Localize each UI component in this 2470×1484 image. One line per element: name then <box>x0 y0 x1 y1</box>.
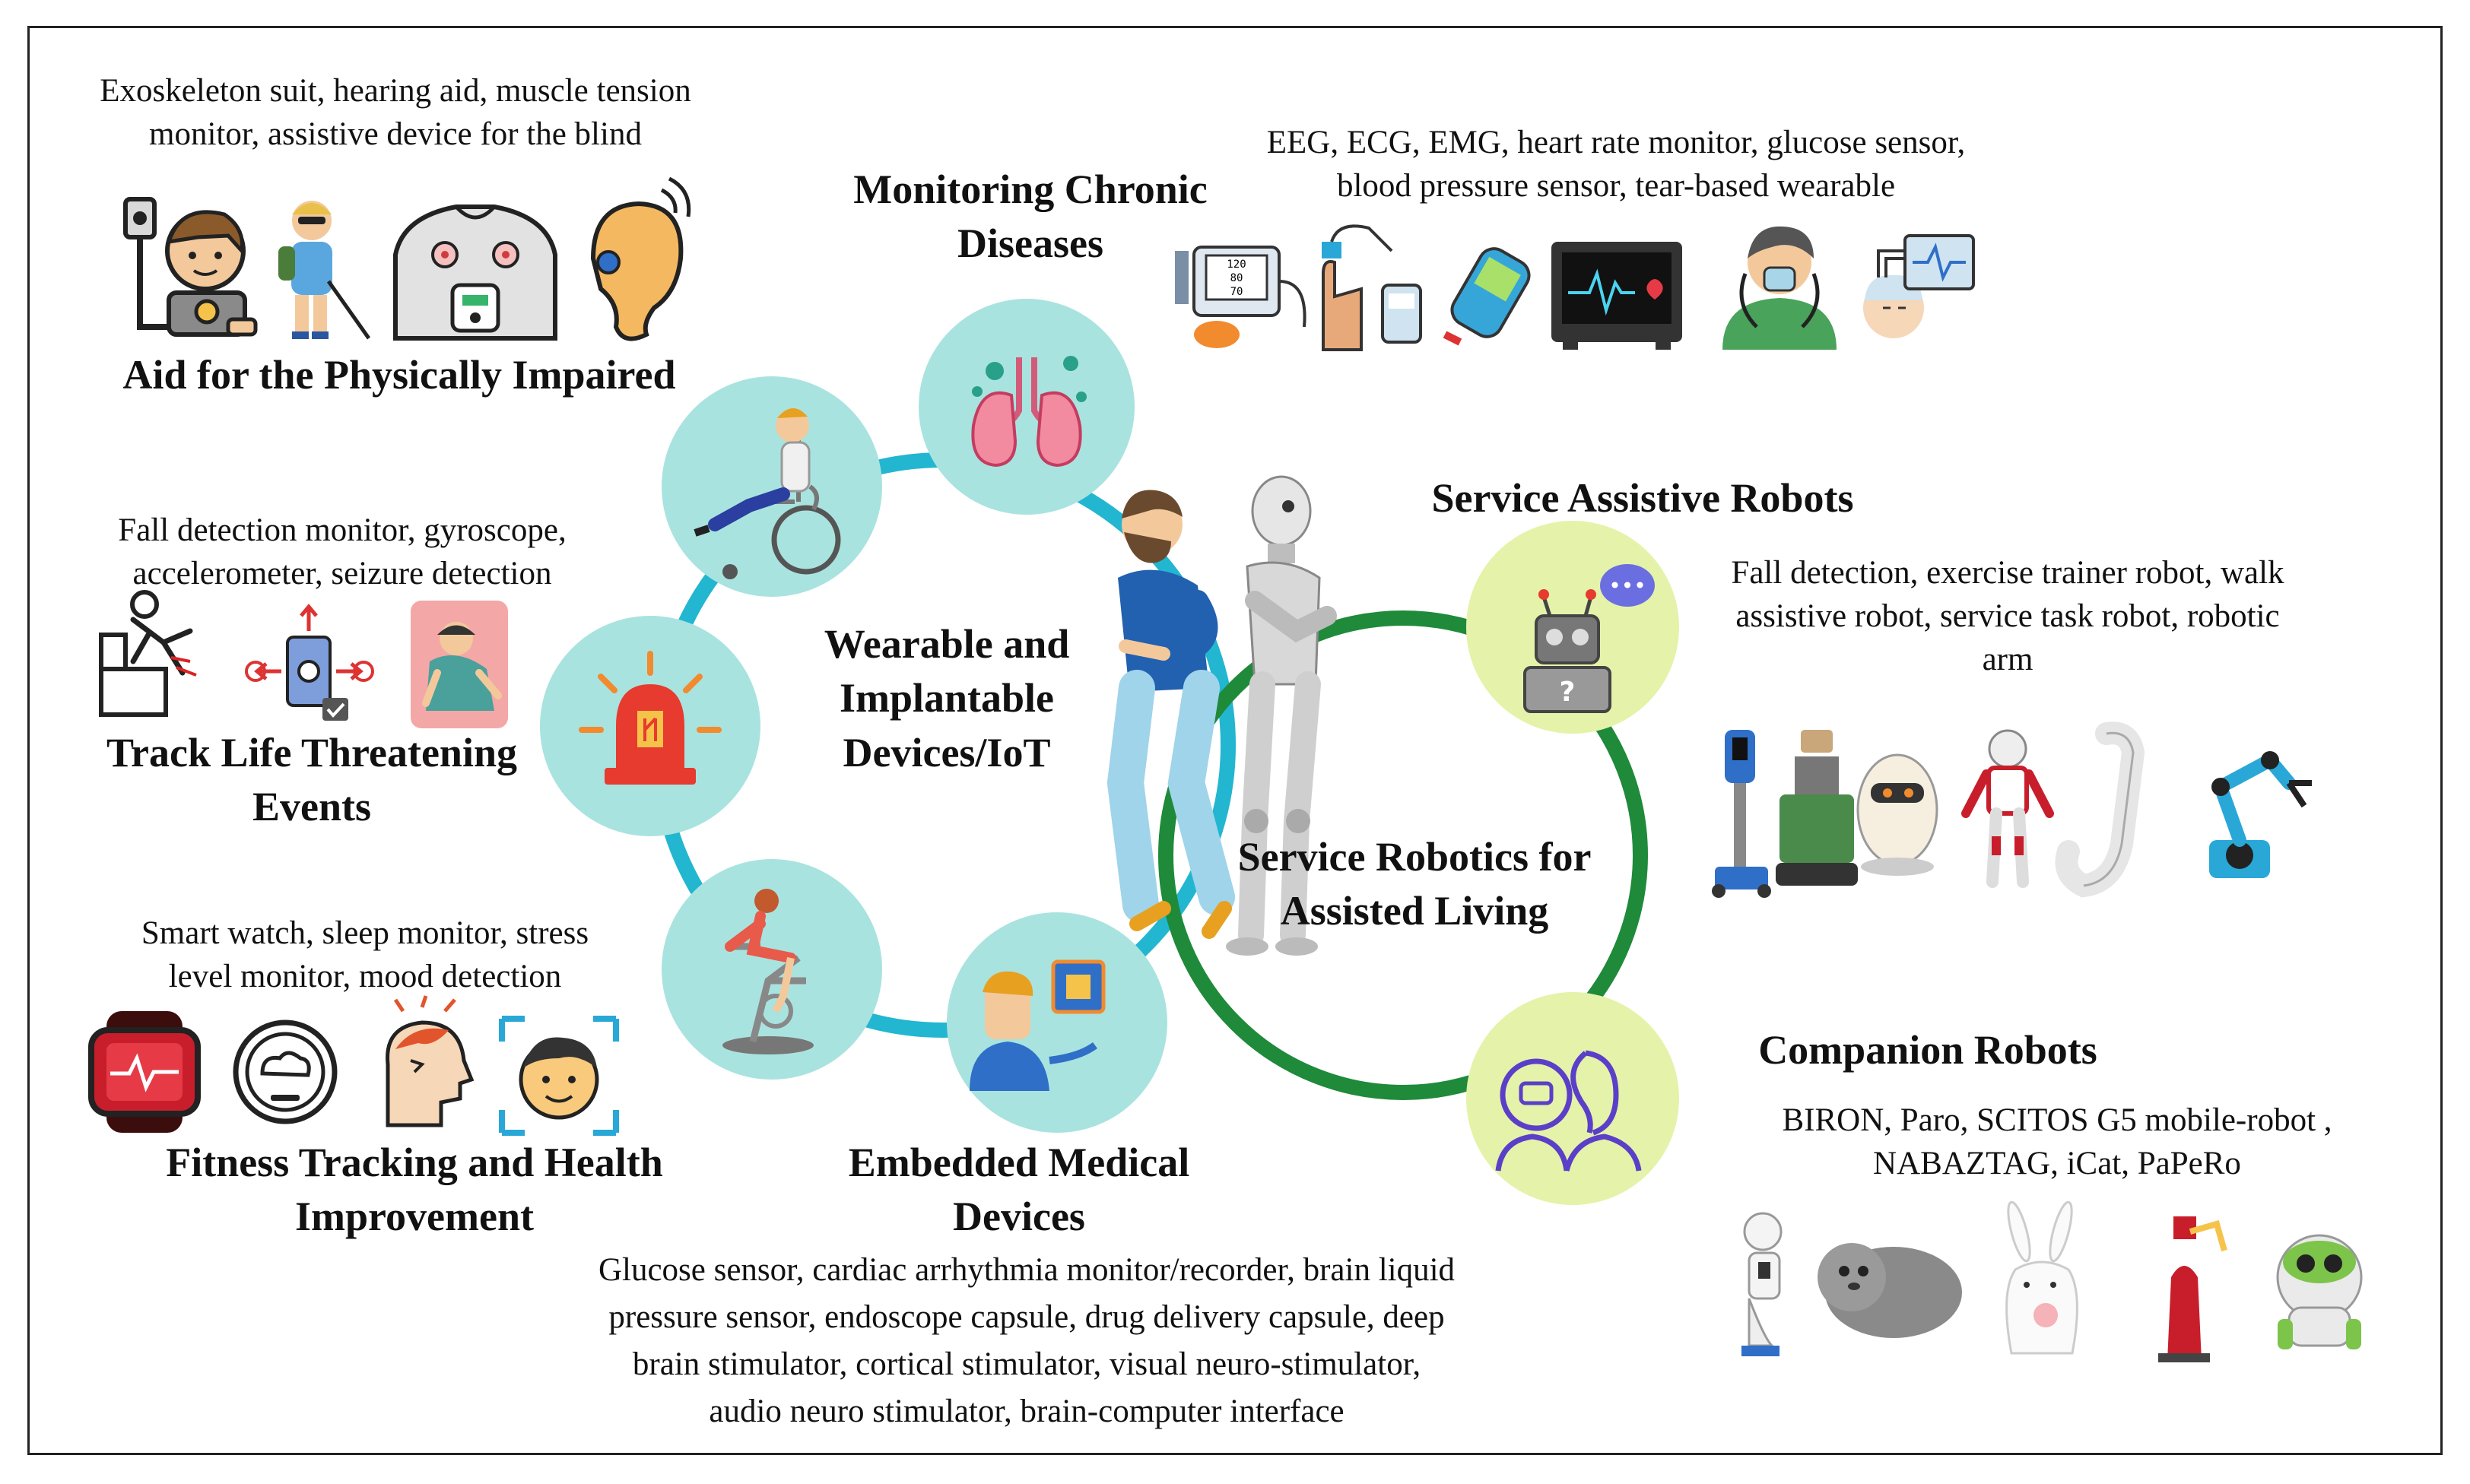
fitness-description: Smart watch, sleep monitor, stress level… <box>84 912 646 999</box>
paro-seal-icon <box>1818 1243 1962 1338</box>
lungs-node <box>919 299 1135 515</box>
physically-impaired-title: Aid for the Physically Impaired <box>122 352 676 398</box>
life-threatening-desc-line2: accelerometer, seizure detection <box>132 555 552 591</box>
embedded-desc-line1: Glucose sensor, cardiac arrhythmia monit… <box>598 1252 1456 1288</box>
embedded-description: Glucose sensor, cardiac arrhythmia monit… <box>532 1247 1521 1435</box>
red-robot-icon <box>2158 1216 2227 1362</box>
robotic-arm-icon <box>2209 751 2312 878</box>
physically-impaired-desc-line2: monitor, assistive device for the blind <box>149 116 642 152</box>
service-robots-description: Fall detection, exercise trainer robot, … <box>1665 552 2350 681</box>
service-robot-node: ? ••• <box>1466 521 1679 734</box>
wearable-center-line3: Devices/IoT <box>843 729 1051 775</box>
life-threatening-title-line2: Events <box>252 784 371 830</box>
companion-robots-title: Companion Robots <box>1758 1027 2097 1073</box>
wearable-center-line1: Wearable and <box>824 621 1070 667</box>
gyroscope-icon <box>245 604 374 721</box>
robotics-center-line2: Assisted Living <box>1280 888 1549 934</box>
diagram-frame <box>27 26 2443 1455</box>
chronic-title-line1: Monitoring Chronic <box>853 166 1208 212</box>
service-robots-desc-line3: arm <box>1982 641 2033 677</box>
chronic-title: Monitoring Chronic Diseases <box>818 163 1243 271</box>
blood-pressure-icon: 120 80 70 <box>1175 246 1306 348</box>
svg-text:•••: ••• <box>1608 573 1646 598</box>
round-robot-icon <box>1856 753 1938 876</box>
companion-robots-description: BIRON, Paro, SCITOS G5 mobile-robot , NA… <box>1726 1099 2388 1186</box>
embedded-chip-node <box>947 912 1167 1133</box>
life-threatening-description: Fall detection monitor, gyroscope, accel… <box>68 509 616 596</box>
chronic-description: EEG, ECG, EMG, heart rate monitor, gluco… <box>1202 122 2030 208</box>
physically-impaired-description: Exoskeleton suit, hearing aid, muscle te… <box>68 70 722 157</box>
service-robots-title: Service Assistive Robots <box>1431 475 1854 521</box>
seizure-icon <box>411 601 508 728</box>
papero-robot-icon <box>2276 1234 2363 1349</box>
service-robots-desc-line1: Fall detection, exercise trainer robot, … <box>1731 555 2284 591</box>
fitness-title-line1: Fitness Tracking and Health <box>166 1140 663 1185</box>
head-sensor-icon <box>1863 234 1975 338</box>
chronic-title-line2: Diseases <box>957 220 1103 267</box>
embedded-desc-line4: audio neuro stimulator, brain-computer i… <box>709 1393 1345 1429</box>
pepper-robot-icon <box>1741 1212 1783 1356</box>
nabaztag-rabbit-icon <box>2005 1200 2078 1355</box>
life-threatening-title: Track Life Threatening Events <box>68 726 555 835</box>
pulse-oximeter-icon <box>1322 224 1422 351</box>
fall-icon <box>99 590 197 717</box>
embedded-title: Embedded Medical Devices <box>802 1136 1236 1245</box>
exercise-bike-node <box>662 859 882 1080</box>
embedded-desc-line2: pressure sensor, endoscope capsule, drug… <box>608 1298 1445 1335</box>
humanoid-robot-icon <box>1961 729 2054 888</box>
life-threatening-desc-line1: Fall detection monitor, gyroscope, <box>118 512 567 548</box>
chronic-desc-line2: blood pressure sensor, tear-based wearab… <box>1336 167 1896 204</box>
wheelchair-node <box>662 376 882 597</box>
svg-text:70: 70 <box>1230 286 1243 298</box>
companion-robot-node <box>1466 992 1679 1205</box>
embedded-title-line1: Embedded Medical <box>848 1140 1190 1185</box>
chronic-desc-line1: EEG, ECG, EMG, heart rate monitor, gluco… <box>1266 125 1966 160</box>
exoskeleton-icon <box>123 197 258 337</box>
siren-node <box>540 616 760 836</box>
service-robot-icon <box>1776 730 1858 886</box>
companion-robots-desc-line1: BIRON, Paro, SCITOS G5 mobile-robot , <box>1782 1102 2332 1138</box>
life-threatening-title-line1: Track Life Threatening <box>106 730 517 775</box>
mood-face-icon <box>499 1016 619 1136</box>
stress-icon <box>386 995 475 1127</box>
fitness-desc-line1: Smart watch, sleep monitor, stress <box>141 915 589 951</box>
muscle-monitor-icon <box>393 205 557 341</box>
embedded-title-line2: Devices <box>953 1194 1085 1240</box>
eeg-patient-icon <box>1722 226 1837 350</box>
sleep-monitor-icon <box>233 1019 338 1124</box>
blind-person-icon <box>278 201 371 340</box>
fitness-title-line2: Improvement <box>295 1194 534 1240</box>
robotics-center-label: Service Robotics for Assisted Living <box>1202 830 1627 939</box>
svg-text:80: 80 <box>1230 272 1243 284</box>
service-robots-desc-line2: assistive robot, service task robot, rob… <box>1735 598 2280 634</box>
embedded-desc-line3: brain stimulator, cortical stimulator, v… <box>632 1346 1421 1382</box>
fitness-desc-line2: level monitor, mood detection <box>168 958 562 994</box>
white-walker-icon <box>2055 721 2145 898</box>
glucose-meter-icon <box>1443 247 1531 346</box>
svg-text:?: ? <box>1560 677 1576 708</box>
walker-robot-icon <box>1712 730 1771 898</box>
smartwatch-icon <box>88 1011 201 1133</box>
humanoid-robot-figure <box>1226 475 1337 956</box>
fitness-title: Fitness Tracking and Health Improvement <box>114 1136 715 1245</box>
robotics-center-line1: Service Robotics for <box>1237 834 1592 880</box>
hearing-aid-icon <box>590 176 691 341</box>
walking-man-figure <box>1106 490 1235 939</box>
companion-robots-desc-line2: NABAZTAG, iCat, PaPeRo <box>1873 1145 2241 1181</box>
robotics-ring <box>1158 610 1648 1100</box>
wearable-center-line2: Implantable <box>839 675 1055 721</box>
wearable-center-label: Wearable and Implantable Devices/IoT <box>779 617 1114 780</box>
ecg-monitor-icon <box>1551 242 1682 350</box>
physically-impaired-desc-line1: Exoskeleton suit, hearing aid, muscle te… <box>100 73 691 109</box>
svg-text:120: 120 <box>1227 258 1246 271</box>
